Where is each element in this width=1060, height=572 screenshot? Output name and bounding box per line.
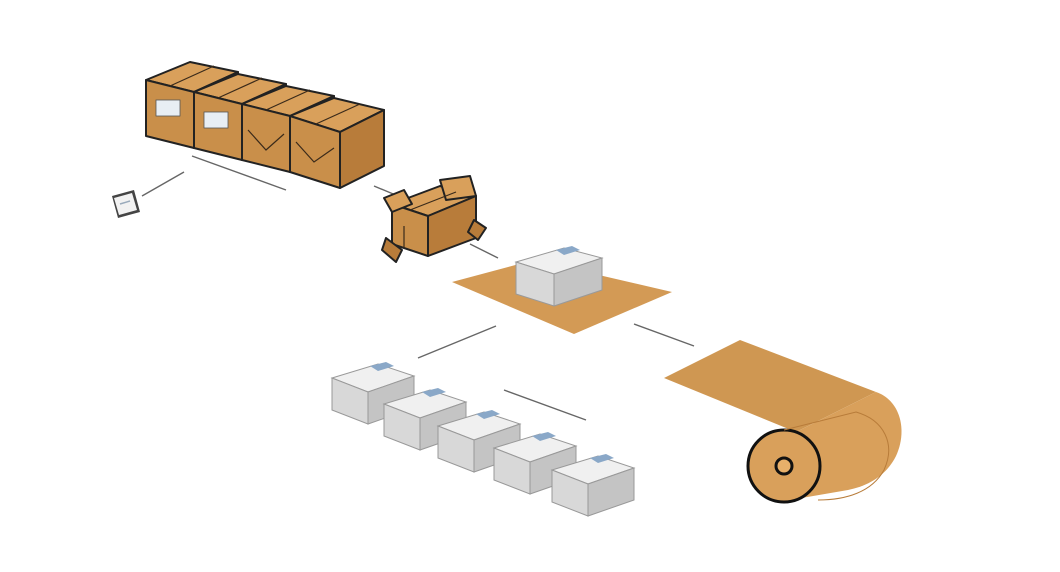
shipping-cartons — [145, 61, 385, 189]
wrapping-sheet — [452, 246, 672, 334]
label-card-icon — [112, 190, 140, 218]
folded-carton — [381, 175, 487, 263]
ream-1 — [330, 362, 416, 425]
arrow-label-link — [141, 171, 185, 197]
carton-4 — [289, 97, 385, 189]
arrow-cartons-to-label — [191, 155, 287, 191]
arrow-fold-to-sheet — [469, 243, 499, 259]
arrow-reams-row — [503, 389, 587, 421]
paper-reams — [330, 362, 636, 517]
ream-on-sheet — [514, 246, 604, 307]
ream-2 — [382, 388, 468, 451]
arrow-reams-to-sheet — [417, 325, 497, 359]
paper-roll — [664, 340, 902, 504]
ream-5 — [550, 454, 636, 517]
arrow-roll-to-sheet — [633, 323, 695, 347]
